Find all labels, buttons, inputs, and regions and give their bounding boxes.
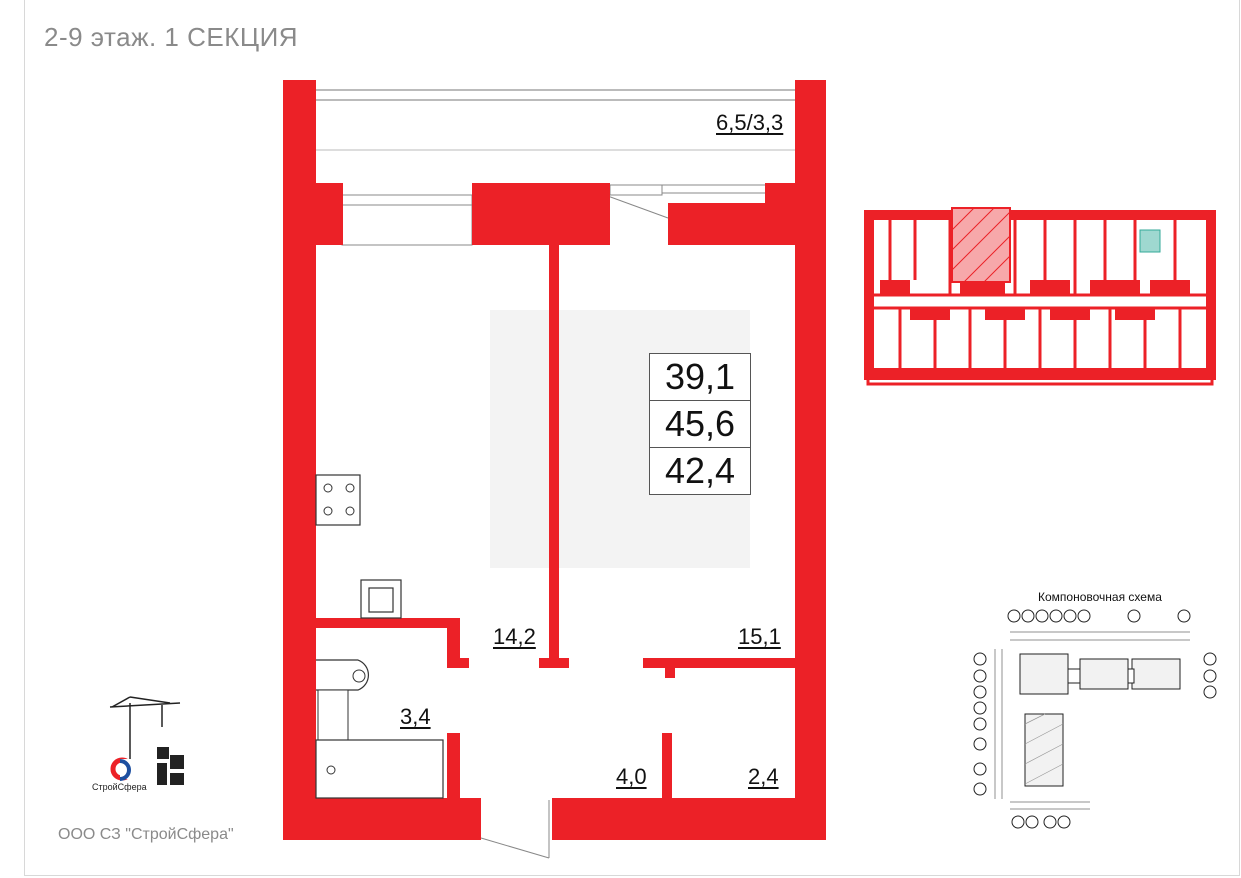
company-name: ООО СЗ "СтройСфера" [58,826,234,843]
layout-scheme [973,609,1217,829]
floor-key-plan [864,207,1216,386]
stove-icon [315,474,361,526]
toilet-icon [316,659,370,691]
company-logo [109,696,184,785]
storage-area-label: 2,4 [748,764,779,789]
living-area-value: 39,1 [650,354,750,401]
scheme-title: Компоновочная схема [1038,590,1162,604]
page-frame [24,0,1240,876]
walls [283,80,826,840]
bathtub-icon [315,739,444,799]
balcony-area-label: 6,5/3,3 [716,110,784,135]
logo-text: СтройСфера [92,782,147,792]
reduced-area-value: 42,4 [664,450,736,491]
window-left [341,194,473,246]
room-area-label: 15,1 [738,624,781,649]
bathroom-area-label: 3,4 [400,704,431,729]
stair-icon [1139,229,1161,253]
page-title: 2-9 этаж. 1 СЕКЦИЯ [44,22,299,52]
total-area-value: 45,6 [650,401,750,448]
hall-area-label: 4,0 [616,764,647,789]
area-summary-box: 39,1 45,6 42,4 [649,353,751,495]
kitchen-area-label: 14,2 [493,624,536,649]
